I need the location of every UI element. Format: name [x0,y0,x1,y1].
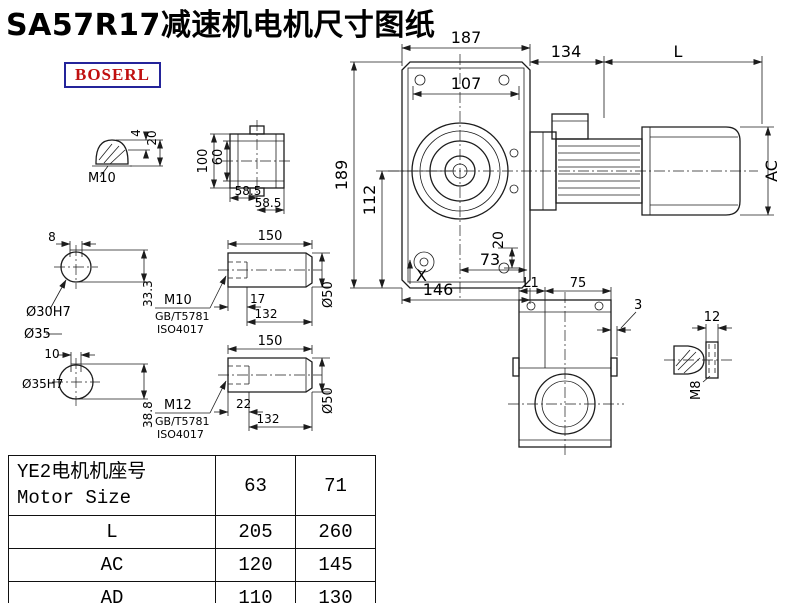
shaft-view-1: 150 Ø50 M10 GB/T5781 ISO4017 17 132 [155,229,336,336]
motor-size-table: YE2电机机座号 Motor Size 63 71 L 205 260 AC 1… [8,455,376,603]
dim-132b: 132 [257,412,280,426]
brand-logo: BOSERL [64,62,161,88]
dim-75: 75 [570,276,587,291]
label-m10-plug: M10 [88,171,116,186]
block-view: 100 60 58.5 58.5 [196,120,292,214]
header-line-en: Motor Size [17,486,132,509]
dim-73: 73 [480,250,500,269]
dim-132a: 132 [255,307,278,321]
dim-20b: 20 [145,130,159,145]
dim-333: 33.3 [141,280,155,307]
label-m8: M8 [689,381,704,401]
value-AC-71: 145 [295,548,376,582]
dim-20: 20 [491,231,507,249]
label-shaft2-std2: ISO4017 [157,428,204,441]
dim-10: 10 [44,347,59,361]
dim-134: 134 [551,42,582,61]
dim-146: 146 [423,280,454,299]
dim-d50a: Ø50 [321,281,336,308]
label-shaft2-std1: GB/T5781 [155,415,210,428]
label-shaft1-thread: M10 [164,293,192,308]
screw-view: 12 M8 [664,310,734,400]
dim-585b: 58.5 [255,196,282,210]
page-title: SA57R17减速机电机尺寸图纸 [6,8,436,43]
dim-17: 17 [250,292,265,306]
bore-view-30: 8 Ø30H7 33.3 Ø35 [24,230,155,342]
dim-d50b: Ø50 [321,387,336,414]
dim-112: 112 [360,185,379,216]
value-L-71: 260 [295,515,376,549]
label-bore30: Ø30H7 [26,305,71,320]
dim-150a: 150 [258,229,283,244]
row-label-AD: AD [8,581,216,603]
dim-100: 100 [196,149,211,174]
value-AD-63: 110 [215,581,296,603]
label-hub-35: Ø35 [24,327,51,342]
table-row-AD: AD 110 130 [8,581,376,603]
label-shaft2-thread: M12 [164,398,192,413]
dim-3: 3 [634,298,642,313]
plug-view: M10 4 20 [88,129,163,186]
value-L-63: 205 [215,515,296,549]
main-view: 187 107 134 L AC 189 112 20 [332,28,781,304]
mark-X: X [416,266,427,285]
header-motor-size: YE2电机机座号 Motor Size [8,455,216,516]
dim-150b: 150 [258,334,283,349]
dim-L1: L1 [523,276,539,291]
dim-107: 107 [451,74,482,93]
row-label-L: L [8,515,216,549]
size-col-71: 71 [295,455,376,516]
table-header-row: YE2电机机座号 Motor Size 63 71 [8,455,376,516]
value-AD-71: 130 [295,581,376,603]
motor-fins [558,145,640,196]
flange-view: L1 75 3 [508,276,642,455]
dim-189: 189 [332,160,351,191]
label-bore35: Ø35H7 [22,377,63,391]
row-label-AC: AC [8,548,216,582]
table-row-L: L 205 260 [8,515,376,549]
dim-60: 60 [211,149,226,166]
dim-388: 38.8 [141,401,155,428]
dim-AC: AC [762,160,781,182]
header-line-cn: YE2电机机座号 [17,460,147,483]
dim-8: 8 [48,230,56,244]
dim-22: 22 [236,397,251,411]
bore-view-35: 10 Ø35H7 38.8 [22,347,155,428]
dim-12: 12 [704,310,721,325]
value-AC-63: 120 [215,548,296,582]
label-shaft1-std2: ISO4017 [157,323,204,336]
label-shaft1-std1: GB/T5781 [155,310,210,323]
size-col-63: 63 [215,455,296,516]
dim-L: L [674,42,683,61]
shaft-view-2: 150 Ø50 M12 GB/T5781 ISO4017 22 132 [155,334,336,441]
table-row-AC: AC 120 145 [8,548,376,582]
dim-4: 4 [129,129,143,137]
dim-585a: 58.5 [235,184,262,198]
dim-187: 187 [451,28,482,47]
